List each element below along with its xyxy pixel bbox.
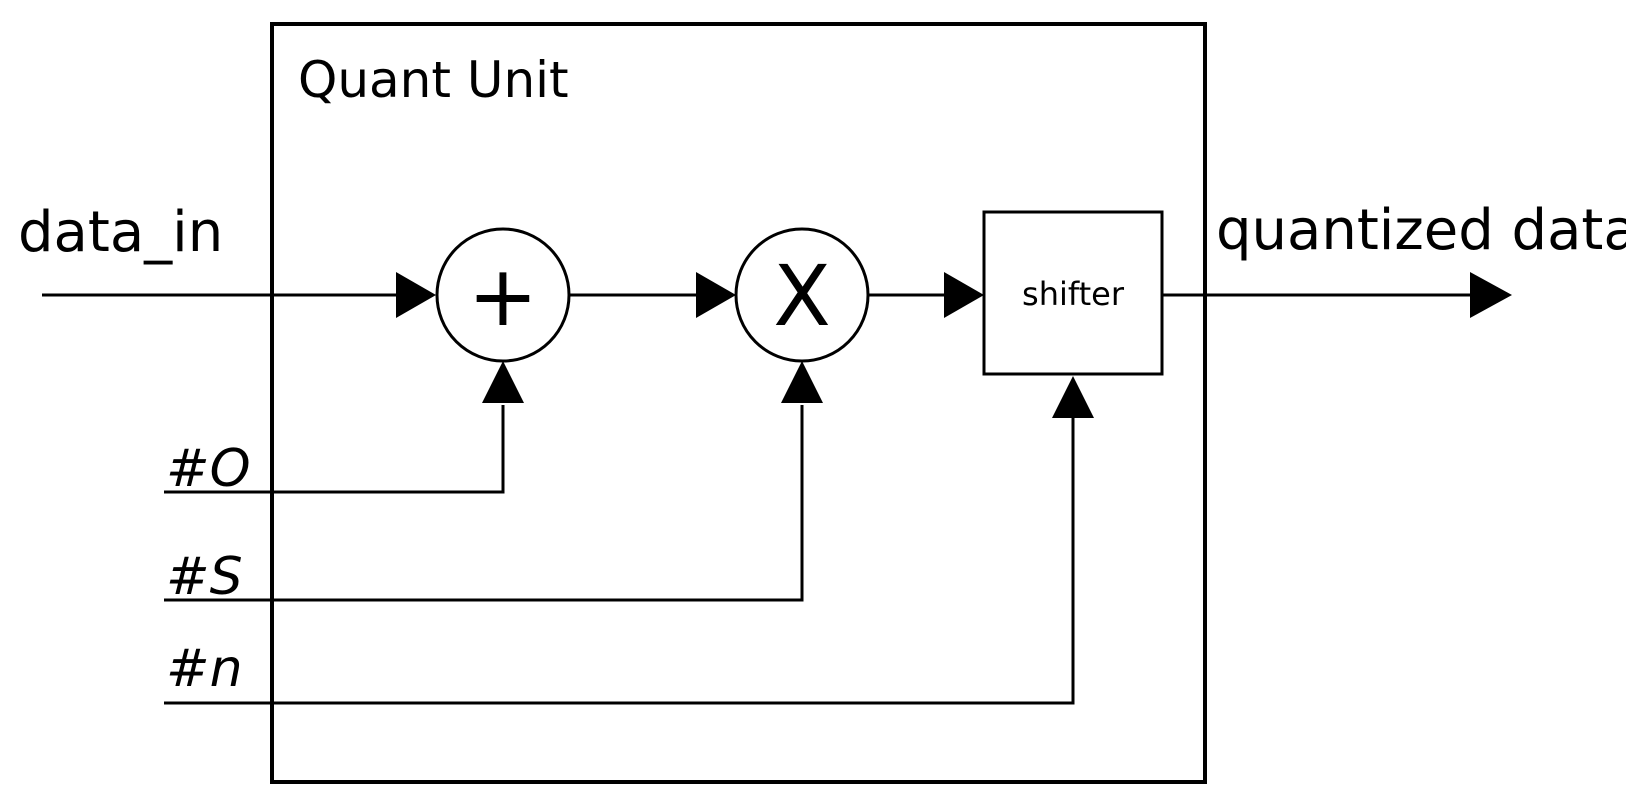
offset-wire <box>164 405 505 494</box>
arrow-into-adder-offset <box>482 361 524 403</box>
output-arrow <box>1470 272 1512 318</box>
output-label: quantized data <box>1216 198 1626 263</box>
scale-wire <box>164 405 804 602</box>
arrow-into-shifter-shift <box>1052 376 1094 418</box>
arrow-into-adder <box>396 272 436 318</box>
offset-param-label: #O <box>166 439 251 499</box>
multiplier-symbol: X <box>773 247 831 345</box>
adder-symbol: + <box>468 247 538 345</box>
quant-unit-box <box>270 22 1207 784</box>
scale-param-label: #S <box>166 547 243 607</box>
shift-param-label: #n <box>166 639 243 699</box>
unit-title: Quant Unit <box>298 51 569 109</box>
shifter-label: shifter <box>1022 275 1125 313</box>
shifter-block <box>982 210 1164 376</box>
input-label: data_in <box>18 200 223 265</box>
arrow-into-multiplier <box>696 272 736 318</box>
shift-wire <box>164 418 1075 705</box>
arrow-into-multiplier-scale <box>781 361 823 403</box>
arrow-into-shifter <box>944 272 984 318</box>
